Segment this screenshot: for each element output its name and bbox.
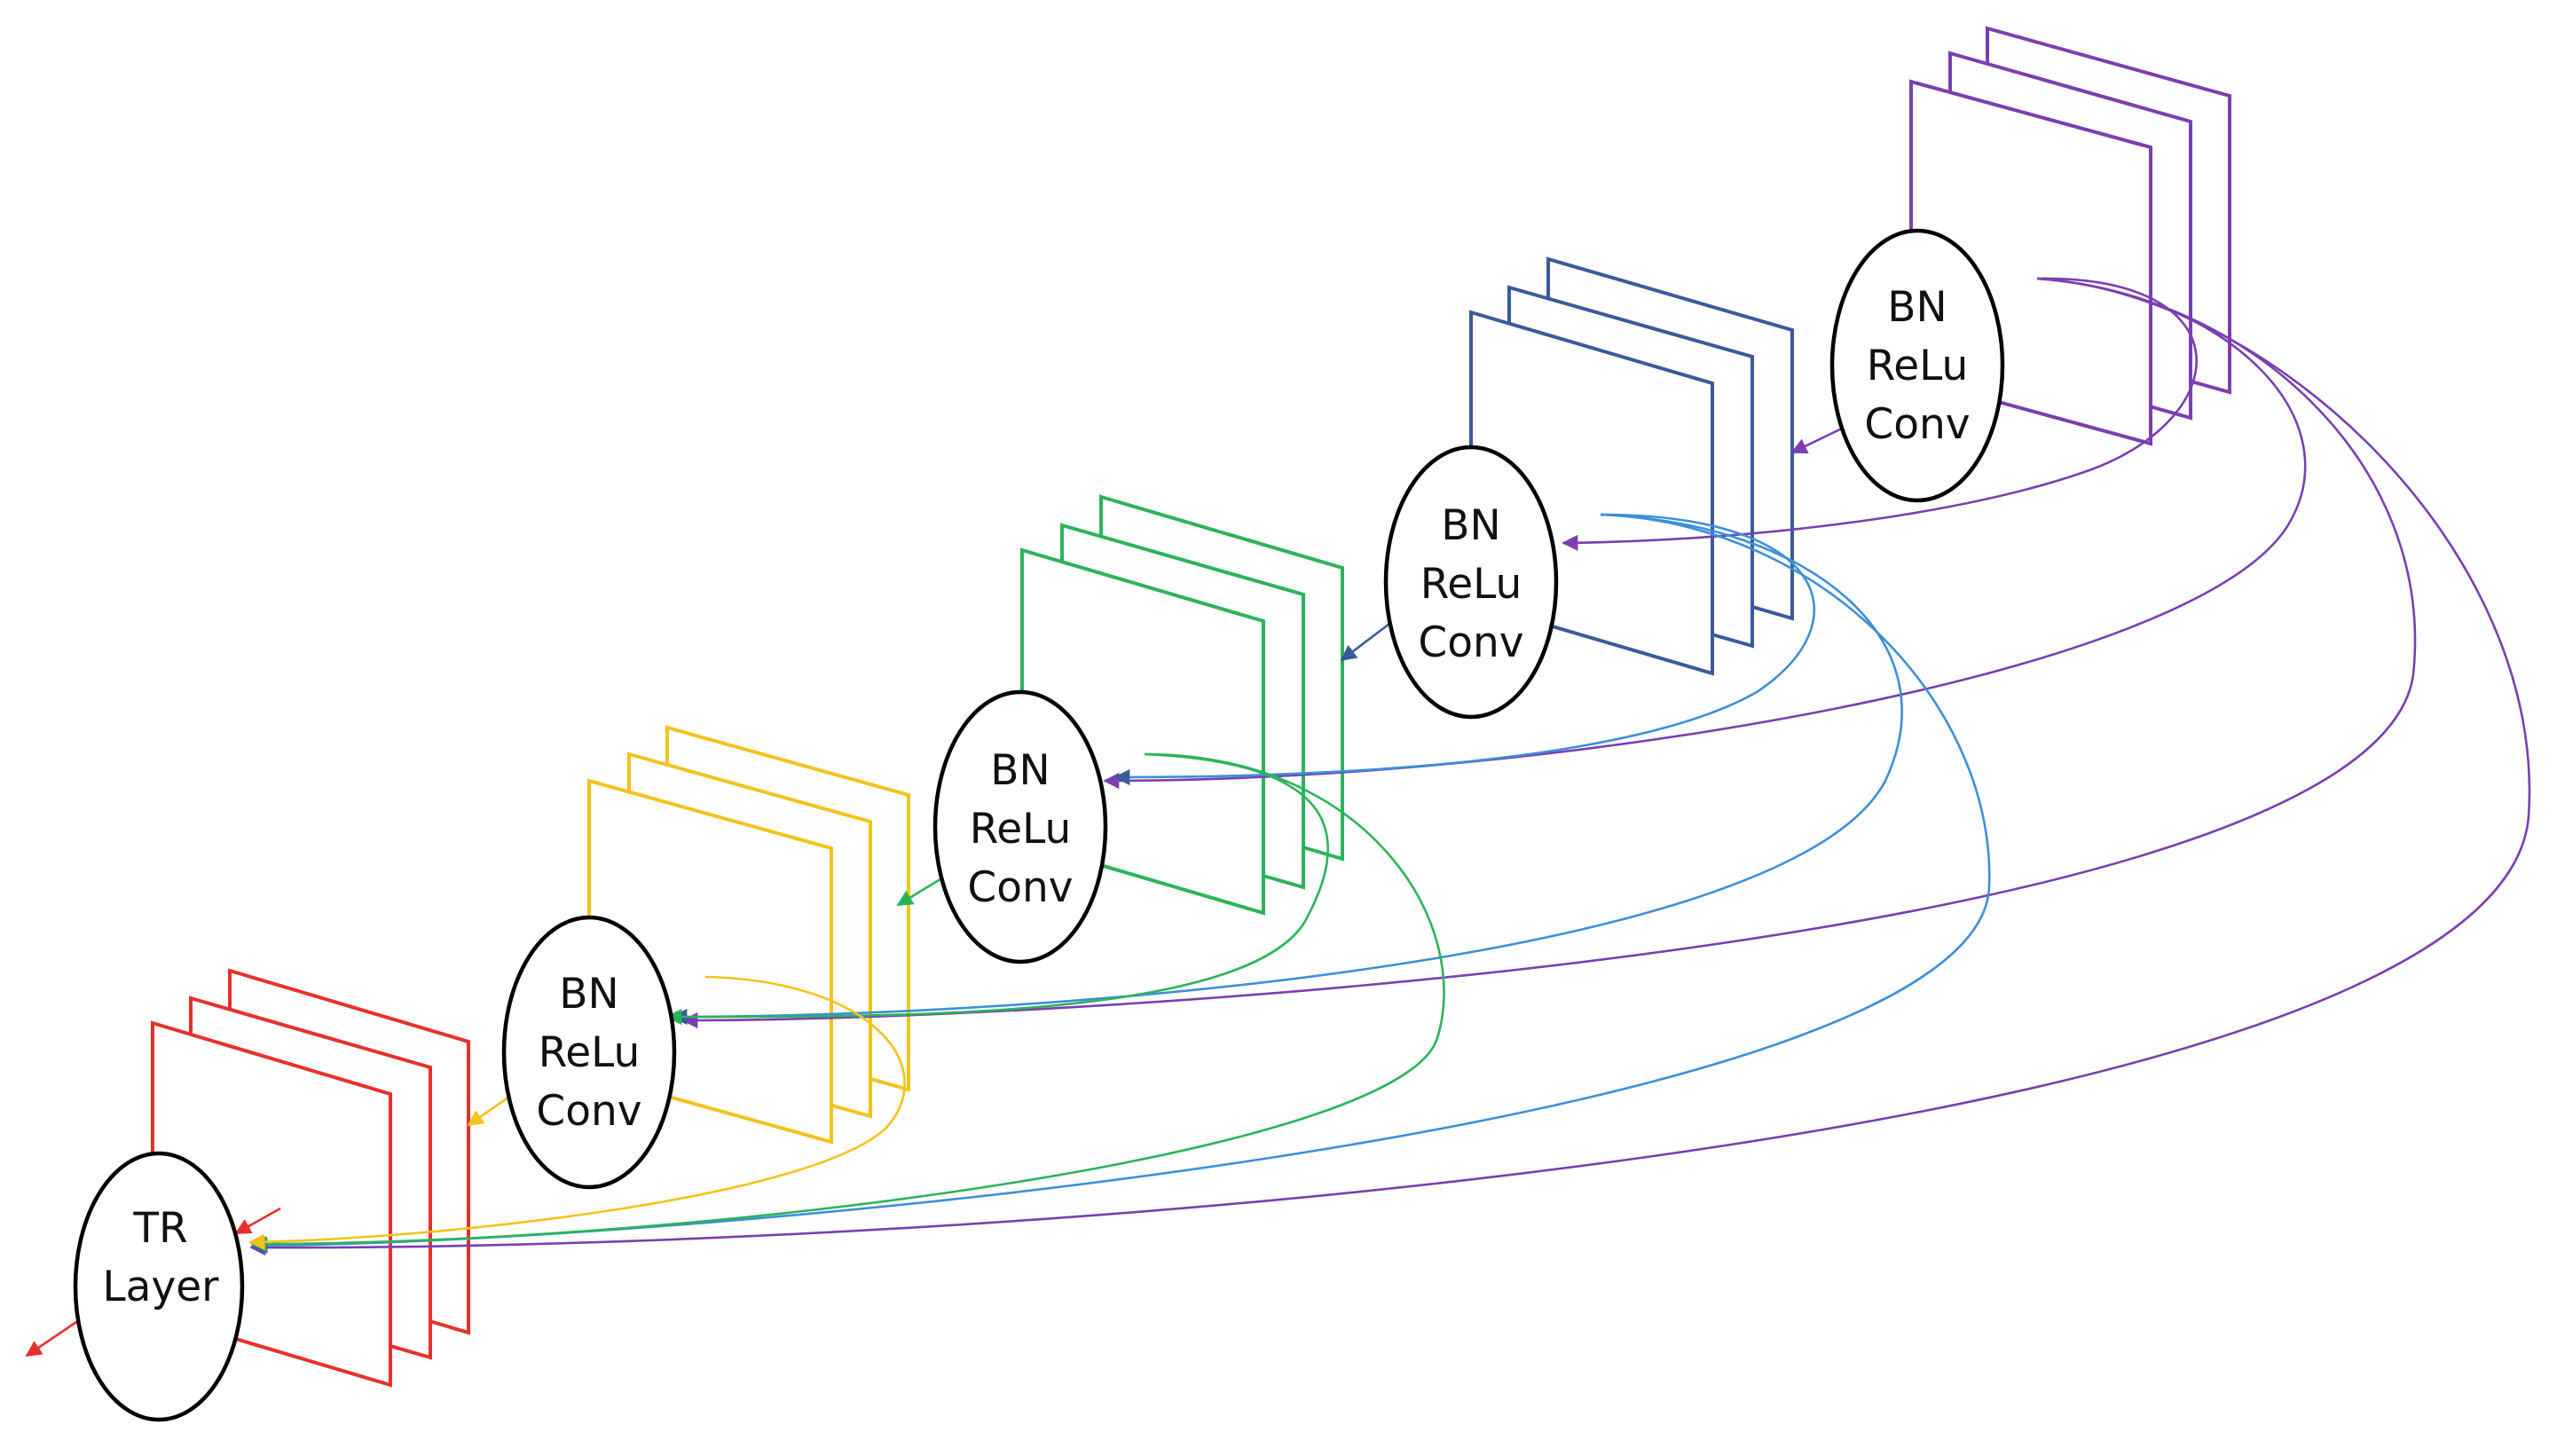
feature-maps-green (1020, 494, 1344, 916)
connection-purple-to-block-1 (681, 277, 2417, 1029)
input-arrow-red (234, 1207, 281, 1235)
connection-blue-to-block-0 (251, 513, 1991, 1254)
dense-connections (248, 277, 2531, 1256)
block-3-line-3: Conv (1418, 618, 1523, 667)
forward-arrow-yellow (467, 1091, 515, 1127)
block-4-line-1: BN (1887, 283, 1947, 332)
feature-maps-blue (1469, 256, 1794, 676)
block-node-ellipse (1383, 445, 1559, 720)
block-4-line-3: Conv (1864, 400, 1970, 449)
connection-purple-to-block-0 (249, 277, 2531, 1256)
block-node-ellipse (932, 689, 1108, 964)
output-arrow-red (25, 1317, 83, 1358)
connection-green-to-block-1 (665, 752, 1329, 1026)
connection-purple-to-block-3 (1562, 277, 2198, 551)
block-2-line-1: BN (990, 746, 1050, 795)
block-0-line-1: TR (132, 1204, 187, 1253)
block-node-4: BN ReLu Conv (1829, 228, 2005, 503)
connection-blue-to-block-2 (1113, 513, 1816, 786)
connection-green-to-block-0 (250, 752, 1445, 1253)
block-3-line-2: ReLu (1420, 560, 1522, 609)
block-0-line-2: Layer (102, 1263, 219, 1311)
block-4-line-2: ReLu (1867, 342, 1969, 390)
block-1-line-3: Conv (536, 1087, 641, 1136)
block-1-line-2: ReLu (539, 1028, 641, 1077)
block-1-line-1: BN (559, 970, 618, 1019)
block-2-line-2: ReLu (970, 805, 1072, 854)
block-node-ellipse (501, 915, 677, 1190)
block-node-1: BN ReLu Conv (501, 915, 677, 1190)
block-node-ellipse (73, 1151, 245, 1422)
block-3-line-1: BN (1441, 501, 1500, 550)
block-node-0: TR Layer (73, 1151, 245, 1422)
block-node-2: BN ReLu Conv (932, 689, 1108, 964)
block-2-line-3: Conv (967, 863, 1073, 912)
block-node-3: BN ReLu Conv (1383, 445, 1559, 720)
connection-blue-to-block-1 (671, 513, 1903, 1026)
connection-yellow-to-block-0 (248, 975, 906, 1250)
forward-arrow-purple (1790, 424, 1848, 454)
block-node-ellipse (1829, 228, 2005, 503)
